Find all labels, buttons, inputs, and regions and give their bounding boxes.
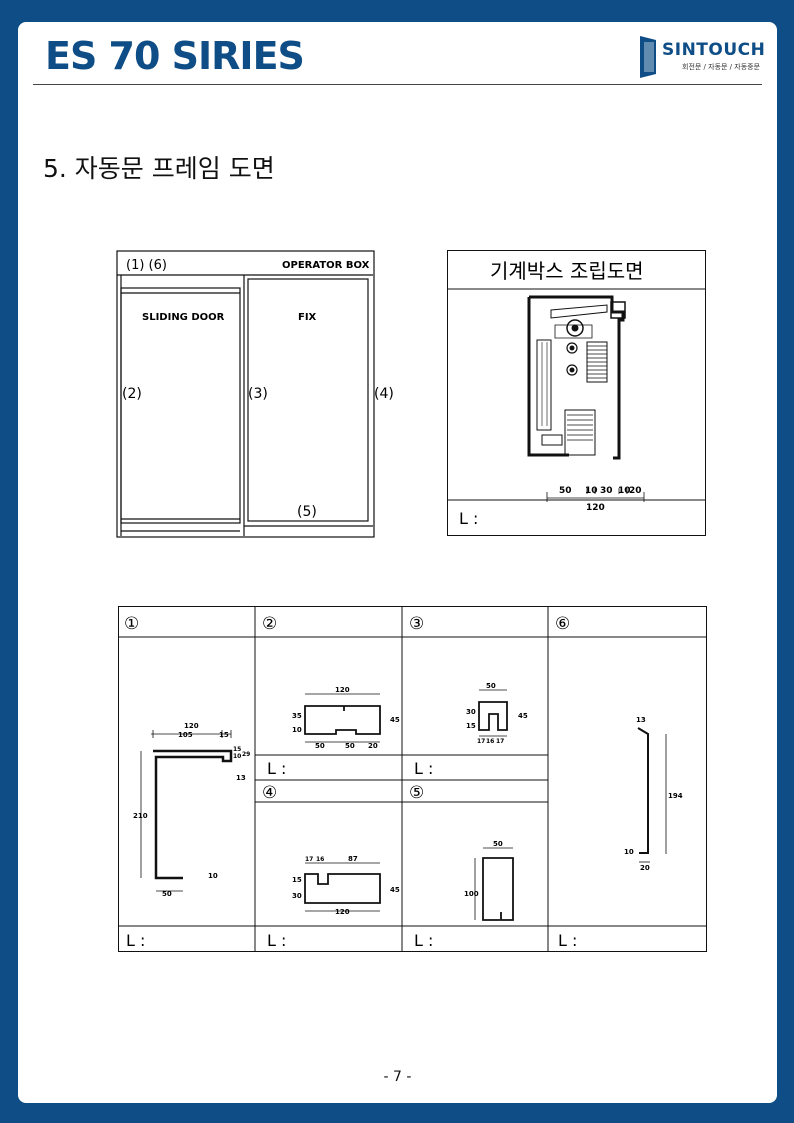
part1-dim-29: 29: [242, 751, 250, 758]
part5-dim-100: 100: [464, 890, 479, 898]
header-divider: [33, 84, 762, 85]
table-header-1: ①: [124, 614, 139, 634]
part2-dim-10: 10: [292, 726, 302, 734]
parts-table: ① ② ③ ⑥ ④ ⑤ L : L : L : L : L : L : 120 …: [118, 606, 707, 952]
part1-dim-13: 13: [236, 774, 246, 782]
frame-label-4: (4): [374, 386, 394, 402]
part4-length-label: L :: [267, 931, 286, 950]
assembly-dim-total: 120: [586, 503, 605, 513]
logo-subtitle: 회전문 / 자동문 / 자동중문: [682, 63, 761, 71]
part4-dim-87: 87: [348, 855, 358, 863]
part6-profile: [637, 727, 667, 863]
part3-length-label: L :: [414, 759, 433, 778]
assembly-dim-3: 30: [600, 486, 613, 496]
part4-dim-120: 120: [335, 908, 350, 916]
operator-box-label: OPERATOR BOX: [282, 260, 370, 271]
part2-dim-120: 120: [335, 686, 350, 694]
assembly-dim-2: 10: [585, 486, 598, 496]
part6-dim-20: 20: [640, 864, 650, 872]
assembly-title: 기계박스 조립도면: [490, 259, 644, 283]
fix-label: FIX: [298, 312, 317, 323]
frame-label-3: (3): [248, 386, 268, 402]
part5-profile: [474, 847, 514, 921]
part4-profile: [304, 862, 381, 912]
assembly-drawing: 기계박스 조립도면: [447, 250, 706, 536]
part5-dim-50: 50: [493, 840, 503, 848]
part3-dim-45: 45: [518, 712, 528, 720]
assembly-length-label: L :: [459, 509, 478, 528]
part2-dim-50a: 50: [315, 742, 325, 750]
table-header-3: ③: [409, 614, 424, 634]
assembly-dim-4: 10: [618, 486, 631, 496]
door-logo-icon: [640, 36, 656, 78]
part4-dim-15: 15: [292, 876, 302, 884]
frame-label-top: (1) (6): [126, 258, 167, 273]
part2-dim-35: 35: [292, 712, 302, 720]
part3-dim-50: 50: [486, 682, 496, 690]
part6-dim-194: 194: [668, 792, 683, 800]
part1-dim-120: 120: [184, 722, 199, 730]
assembly-dim-1: 50: [559, 486, 572, 496]
part3-dim-15: 15: [466, 722, 476, 730]
frame-label-2: (2): [122, 386, 142, 402]
part4-dim-17: 17: [305, 856, 313, 863]
part1-dim-15b: 15: [233, 746, 241, 753]
part1-length-label: L :: [126, 931, 145, 950]
part1-dim-50: 50: [162, 890, 172, 898]
mechanism-outline: [527, 295, 626, 460]
part1-profile: [140, 730, 233, 892]
part6-length-label: L :: [558, 931, 577, 950]
part2-dim-50b: 50: [345, 742, 355, 750]
document-page: ES 70 SIRIES SINTOUCH 회전문 / 자동문 / 자동중문 5…: [18, 22, 777, 1103]
part5-length-label: L :: [414, 931, 433, 950]
frame-label-5: (5): [297, 504, 317, 520]
part4-dim-16: 16: [316, 856, 324, 863]
company-logo: SINTOUCH 회전문 / 자동문 / 자동중문: [638, 34, 766, 78]
part3-dim-30: 30: [466, 708, 476, 716]
part4-dim-45: 45: [390, 886, 400, 894]
assembly-dim-5: 20: [629, 486, 642, 496]
frame-elevation-drawing: (1) (6) OPERATOR BOX SLIDING DOOR FIX (2…: [116, 250, 394, 538]
part1-dim-210: 210: [133, 812, 148, 820]
table-header-2: ②: [262, 614, 277, 634]
page-number: - 7 -: [383, 1069, 412, 1085]
part1-dim-105: 105: [178, 731, 193, 739]
part6-dim-10: 10: [624, 848, 634, 856]
part3-dim-16: 16: [486, 738, 494, 745]
section-title: 5. 자동문 프레임 도면: [43, 154, 275, 183]
table-header-6: ⑥: [555, 614, 570, 634]
part3-dim-17a: 17: [477, 738, 485, 745]
part1-dim-10b: 10: [208, 872, 218, 880]
part3-profile: [478, 689, 508, 737]
part2-dim-20: 20: [368, 742, 378, 750]
table-subheader-5: ⑤: [409, 783, 424, 803]
part6-dim-13: 13: [636, 716, 646, 724]
part1-dim-15: 15: [219, 731, 229, 739]
table-subheader-4: ④: [262, 783, 277, 803]
part1-dim-10: 10: [233, 753, 241, 760]
logo-text: SINTOUCH: [662, 40, 766, 60]
part2-dim-45: 45: [390, 716, 400, 724]
part2-length-label: L :: [267, 759, 286, 778]
part4-dim-30: 30: [292, 892, 302, 900]
sliding-door-label: SLIDING DOOR: [142, 312, 225, 323]
document-title: ES 70 SIRIES: [45, 34, 305, 78]
part3-dim-17b: 17: [496, 738, 504, 745]
part2-profile: [304, 693, 381, 743]
